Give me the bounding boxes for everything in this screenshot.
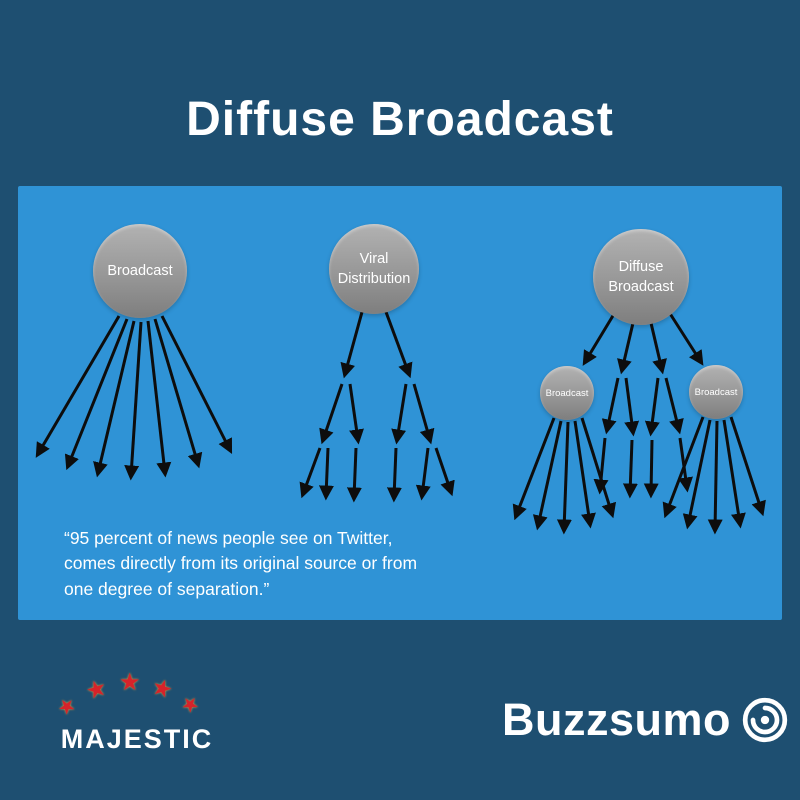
diffuse-top-arrows bbox=[582, 311, 704, 375]
node-sub-right-label: Broadcast bbox=[694, 386, 738, 398]
star-icon: ★ bbox=[148, 672, 177, 704]
node-diffuse-label-line1: Diffuse bbox=[618, 258, 664, 275]
buzzsumo-wordmark: Buzzsumo bbox=[502, 694, 731, 745]
diffuse-middle-tree-arrows bbox=[593, 377, 693, 499]
majestic-wordmark: MAJESTIC bbox=[60, 724, 214, 754]
node-diffuse-label-line2: Broadcast bbox=[608, 279, 674, 295]
buzzsumo-logo: Buzzsumo bbox=[502, 694, 789, 746]
star-icon: ★ bbox=[82, 673, 110, 705]
sub-right-fan-arrows bbox=[662, 416, 766, 535]
quote-line-2: comes directly from its original source … bbox=[64, 553, 418, 574]
node-broadcast-label: Broadcast bbox=[107, 262, 173, 279]
broadcast-fan-arrows bbox=[35, 315, 233, 481]
page-title: Diffuse Broadcast bbox=[186, 93, 614, 147]
star-icon: ★ bbox=[176, 690, 204, 720]
viral-tree-arrows bbox=[299, 311, 455, 503]
node-sub-broadcast-right: Broadcast bbox=[689, 365, 743, 419]
quote-line-1: “95 percent of news people see on Twitte… bbox=[64, 528, 393, 548]
majestic-logo: ★ ★ ★ ★ ★ MAJESTIC bbox=[42, 666, 232, 766]
diagram-arrows bbox=[35, 311, 766, 535]
quote-text: “95 percent of news people see on Twitte… bbox=[64, 526, 524, 602]
node-viral-label-line1: Viral bbox=[359, 250, 389, 267]
diagram-panel: Broadcast Viral Distribution Diffuse Bro… bbox=[18, 186, 782, 620]
node-sub-broadcast-left: Broadcast bbox=[540, 366, 594, 420]
star-icon: ★ bbox=[119, 669, 141, 696]
star-icon: ★ bbox=[53, 692, 81, 722]
node-viral-label-line2: Distribution bbox=[337, 271, 411, 287]
sub-left-fan-arrows bbox=[512, 417, 617, 535]
node-viral-distribution: Viral Distribution bbox=[329, 224, 419, 314]
node-broadcast: Broadcast bbox=[93, 224, 187, 318]
quote-line-3: one degree of separation.” bbox=[64, 578, 270, 599]
node-diffuse-broadcast: Diffuse Broadcast bbox=[593, 229, 689, 325]
node-sub-left-label: Broadcast bbox=[545, 387, 589, 399]
buzzsumo-radar-icon bbox=[742, 697, 788, 743]
